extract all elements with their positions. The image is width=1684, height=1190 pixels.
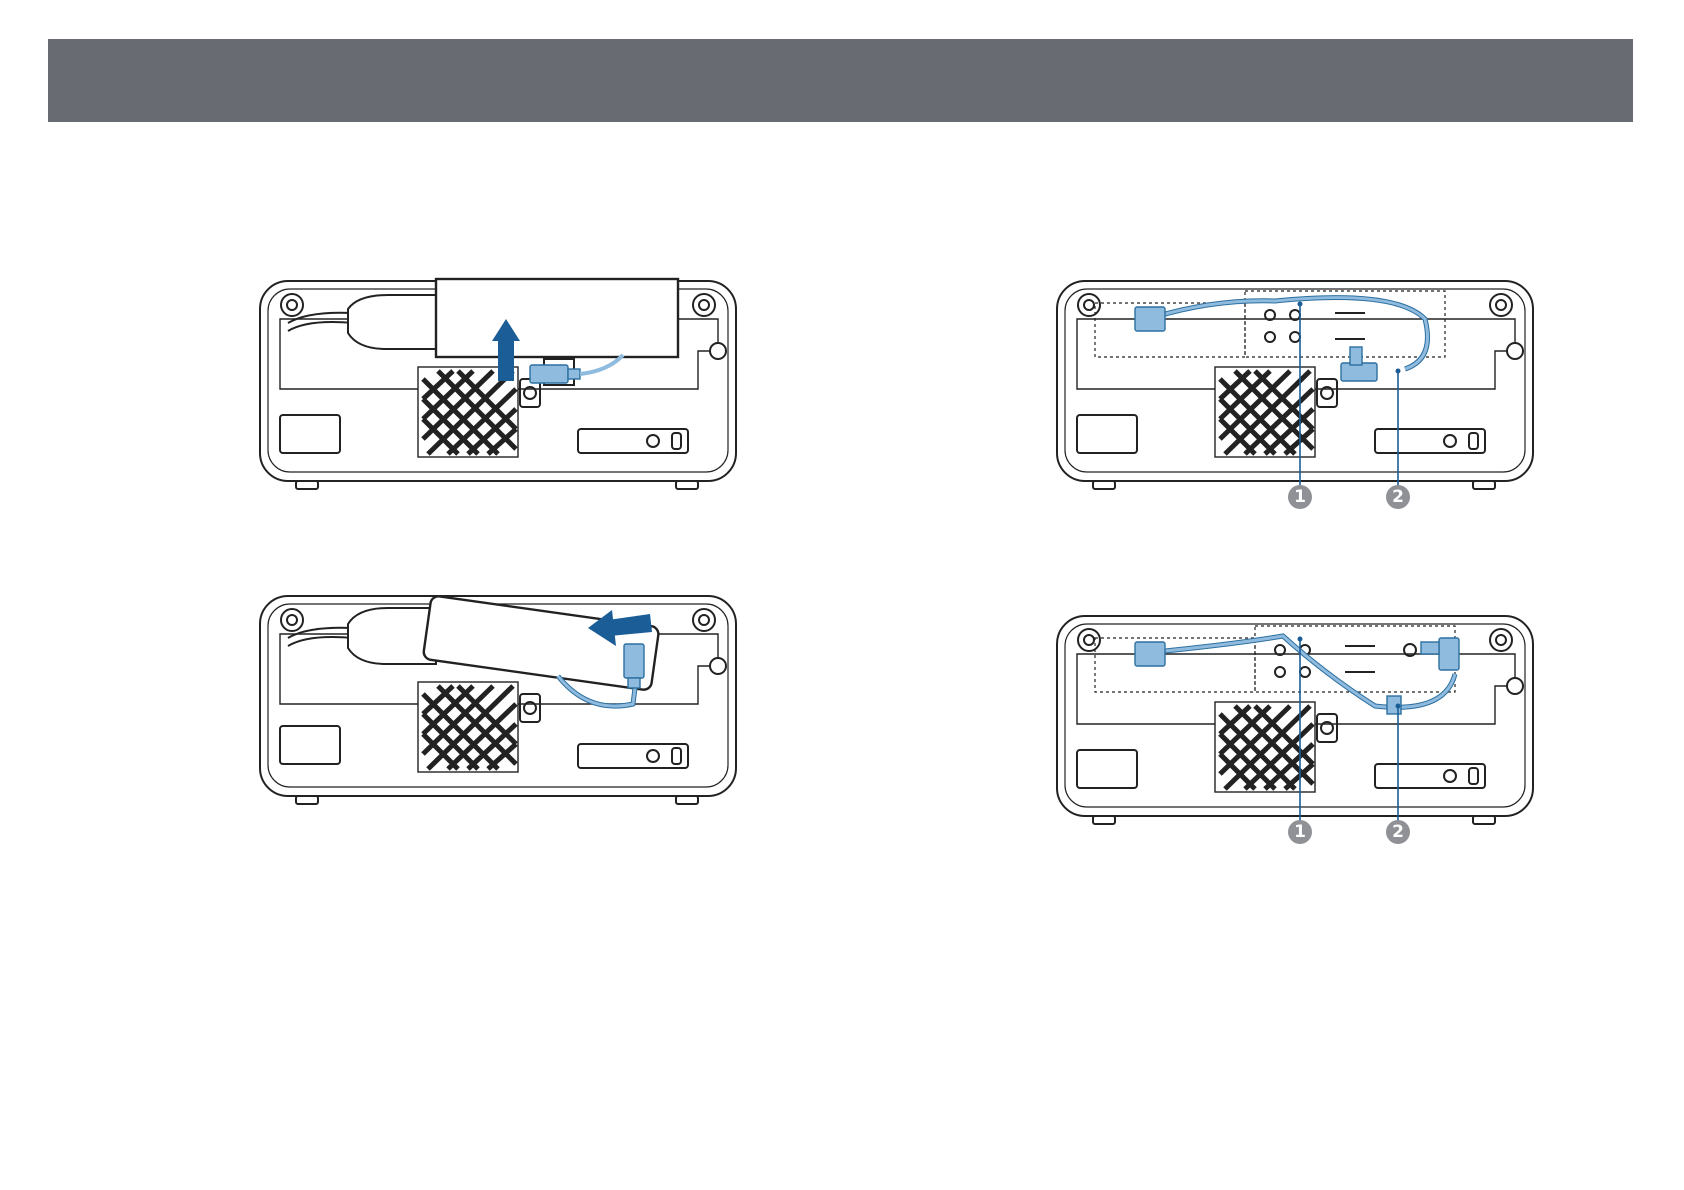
projector-rear-illustration xyxy=(258,279,738,489)
projector-rear-illustration xyxy=(1055,614,1535,824)
figure-cable-routing-b xyxy=(1055,614,1535,824)
header-bar xyxy=(48,39,1633,122)
figure-insert-adapter xyxy=(258,594,738,804)
projector-rear-illustration xyxy=(1055,279,1535,489)
callout-2: 2 xyxy=(1386,820,1410,844)
figure-remove-adapter xyxy=(258,279,738,489)
callout-1: 1 xyxy=(1288,820,1312,844)
figure-cable-routing-a xyxy=(1055,279,1535,489)
callout-2: 2 xyxy=(1386,485,1410,509)
callout-1: 1 xyxy=(1288,485,1312,509)
projector-rear-illustration xyxy=(258,594,738,804)
